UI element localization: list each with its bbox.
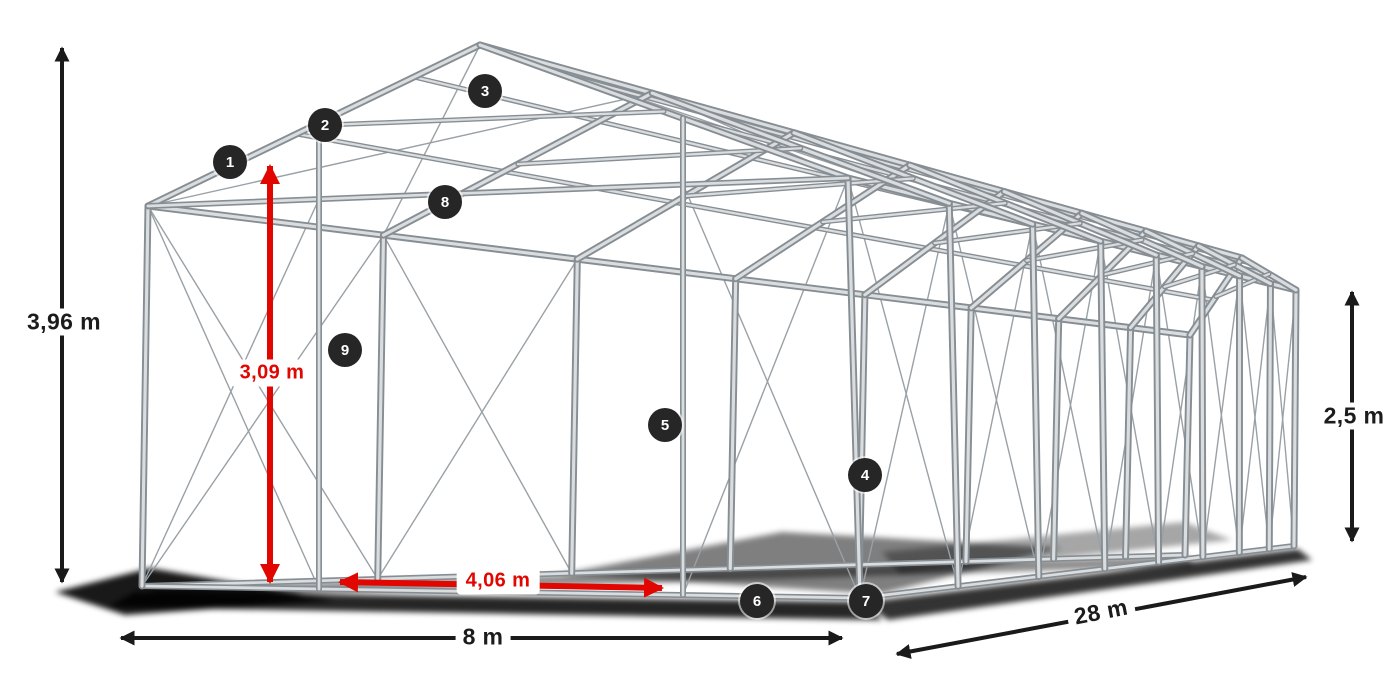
dim-entrance-width-label: 4,06 m bbox=[456, 567, 540, 595]
dim-inner-height-label: 3,09 m bbox=[230, 359, 314, 387]
callout-6[interactable]: 6 bbox=[740, 584, 774, 618]
callout-2[interactable]: 2 bbox=[308, 108, 342, 142]
dim-total-height-label: 3,96 m bbox=[19, 308, 109, 336]
callout-4[interactable]: 4 bbox=[848, 458, 882, 492]
callout-3[interactable]: 3 bbox=[468, 74, 502, 108]
callout-1[interactable]: 1 bbox=[213, 145, 247, 179]
callout-9[interactable]: 9 bbox=[328, 333, 362, 367]
callout-5[interactable]: 5 bbox=[648, 408, 682, 442]
steel-frame bbox=[138, 41, 1300, 602]
dim-side-height-label: 2,5 m bbox=[1316, 402, 1392, 430]
callout-7[interactable]: 7 bbox=[849, 584, 883, 618]
dim-width-label: 8 m bbox=[455, 623, 511, 651]
callout-8[interactable]: 8 bbox=[428, 185, 462, 219]
